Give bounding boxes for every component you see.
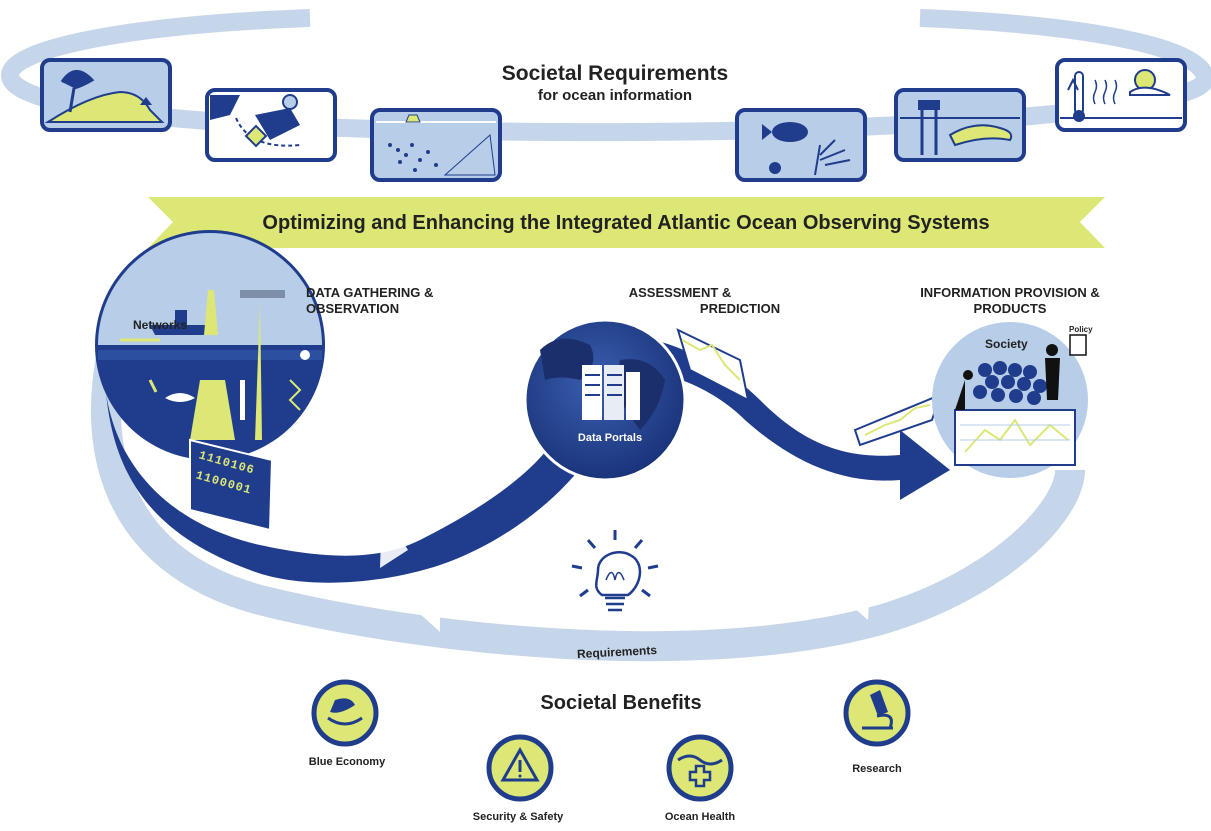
shipping-route-icon bbox=[205, 88, 337, 162]
header-subtitle: for ocean information bbox=[537, 87, 693, 104]
benefits-title: Societal Benefits bbox=[540, 692, 702, 714]
cross-wave-icon bbox=[666, 734, 734, 802]
warning-icon bbox=[486, 734, 554, 802]
benefit-label-ocean-health: Ocean Health bbox=[664, 811, 736, 823]
product-chart-strip bbox=[853, 393, 942, 447]
observation-globe bbox=[95, 230, 325, 460]
banner-text: Optimizing and Enhancing the Integrated … bbox=[262, 212, 990, 234]
binary-data-card bbox=[189, 438, 274, 532]
networks-label: Networks bbox=[133, 318, 188, 332]
data-portals-globe bbox=[523, 318, 687, 482]
prediction-chart-strip bbox=[676, 328, 750, 402]
benefit-label-research: Research bbox=[852, 763, 902, 775]
stage-assessment-title-1: ASSESSMENT & bbox=[628, 285, 732, 300]
storm-wave-icon bbox=[40, 58, 172, 132]
stage-assessment-title-2: PREDICTION bbox=[699, 301, 781, 316]
requirements-loop bbox=[91, 336, 1085, 662]
data-portals-label: Data Portals bbox=[577, 432, 643, 444]
stage-data-gathering-title-2: OBSERVATION bbox=[306, 301, 400, 316]
benefit-label-security: Security & Safety bbox=[472, 811, 564, 823]
offshore-platform-icon bbox=[894, 88, 1026, 162]
banner bbox=[148, 197, 1105, 248]
policy-label: Policy bbox=[1069, 325, 1093, 334]
society-globe bbox=[932, 322, 1088, 478]
stage-information-title-2: PRODUCTS bbox=[973, 301, 1047, 316]
benefit-label-blue-economy: Blue Economy bbox=[308, 756, 386, 768]
stage-data-gathering-title-1: DATA GATHERING & bbox=[306, 285, 434, 300]
society-label: Society bbox=[985, 337, 1028, 351]
climate-icon bbox=[1055, 58, 1187, 132]
top-ring bbox=[0, 9, 1211, 142]
marine-life-icon bbox=[735, 108, 867, 182]
microscope-icon bbox=[843, 679, 911, 747]
bird-wave-icon bbox=[311, 679, 379, 747]
fishing-icon bbox=[370, 108, 502, 182]
lightbulb-icon bbox=[571, 530, 659, 612]
stage-information-title-1: INFORMATION PROVISION & bbox=[920, 285, 1100, 300]
header-title: Societal Requirements bbox=[501, 62, 729, 85]
